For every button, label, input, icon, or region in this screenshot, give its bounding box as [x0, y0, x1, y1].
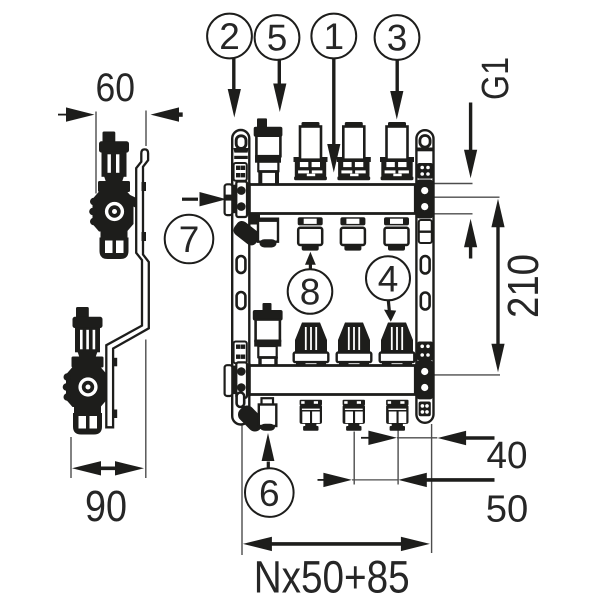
svg-text:40: 40 — [487, 435, 528, 477]
svg-text:60: 60 — [96, 66, 136, 110]
svg-text:6: 6 — [259, 473, 280, 514]
svg-text:5: 5 — [267, 18, 288, 59]
svg-text:Nx50+85: Nx50+85 — [254, 552, 410, 600]
svg-text:50: 50 — [486, 489, 529, 531]
svg-text:2: 2 — [219, 16, 240, 57]
svg-text:210: 210 — [499, 254, 548, 318]
svg-text:G1: G1 — [475, 57, 517, 100]
svg-text:90: 90 — [85, 482, 127, 531]
svg-text:3: 3 — [387, 18, 408, 59]
svg-text:1: 1 — [324, 16, 345, 57]
svg-text:4: 4 — [378, 259, 399, 300]
svg-text:7: 7 — [179, 219, 200, 260]
svg-text:8: 8 — [300, 272, 321, 313]
